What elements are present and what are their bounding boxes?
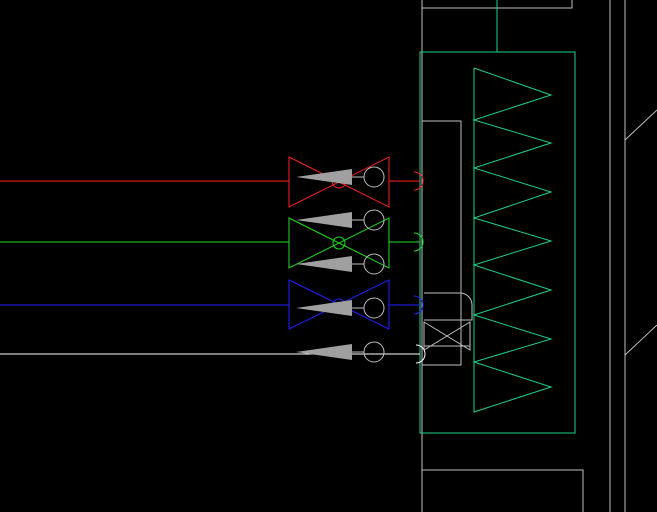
flow-arrow-symbol	[296, 300, 352, 316]
wall-line	[422, 469, 584, 512]
fitting-valve	[423, 321, 471, 351]
inner-frame	[422, 120, 462, 366]
pipe-elbow	[413, 171, 424, 191]
fitting-outline	[424, 292, 473, 321]
flow-arrow-symbol	[296, 169, 352, 185]
flow-arrow-symbol	[296, 256, 352, 272]
gate-valve-symbol[interactable]	[288, 156, 390, 208]
tag-circle-symbol[interactable]	[363, 253, 385, 275]
flow-arrow-symbol	[296, 344, 352, 360]
wall-line	[624, 324, 657, 356]
tag-circle-symbol[interactable]	[363, 209, 385, 231]
pipe-white[interactable]	[0, 341, 426, 364]
tag-circle-symbol[interactable]	[363, 297, 385, 319]
valve-stem-circle	[332, 236, 346, 250]
gate-valve-symbol[interactable]	[288, 217, 390, 269]
gate-valve-symbol[interactable]	[288, 279, 390, 330]
tag-circle-symbol[interactable]	[363, 341, 385, 363]
pipe-blue[interactable]	[0, 279, 424, 330]
pipe-elbow	[413, 295, 424, 315]
pipe-elbow	[413, 232, 424, 252]
inlet-fitting-detail	[423, 292, 473, 351]
flow-arrow-symbol	[296, 212, 352, 228]
building-outline	[421, 0, 657, 512]
wall-line	[624, 109, 657, 141]
pipe-green[interactable]	[0, 209, 424, 275]
pipe-elbow	[415, 344, 426, 364]
pipe-red[interactable]	[0, 156, 424, 208]
heat-exchanger-unit[interactable]	[419, 0, 576, 434]
zigzag-coil-symbol	[472, 67, 553, 413]
wall-line	[422, 0, 573, 9]
unit-enclosure[interactable]	[419, 51, 576, 434]
tag-circle-symbol[interactable]	[363, 166, 385, 188]
